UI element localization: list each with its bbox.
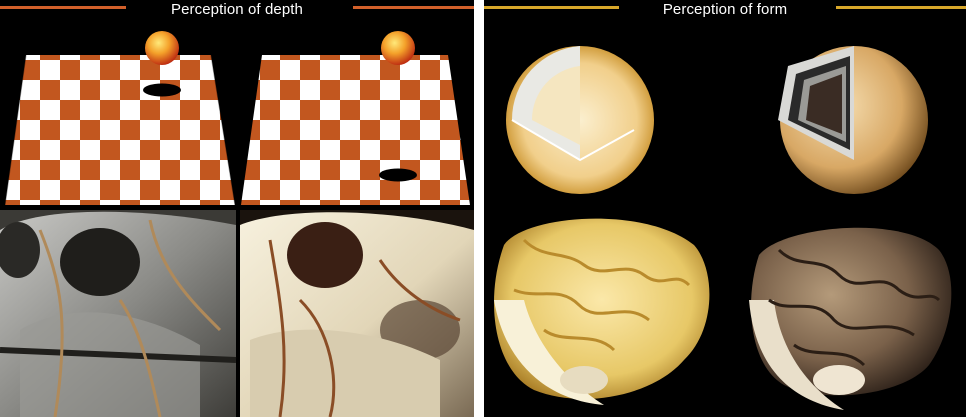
checkerboard-near bbox=[4, 31, 236, 206]
form-illustrations bbox=[494, 46, 952, 410]
header-rule-right bbox=[836, 6, 966, 9]
depth-illustrations bbox=[0, 31, 474, 417]
sphere-cutaway-shaded bbox=[778, 46, 928, 194]
ball-far-icon bbox=[381, 31, 415, 65]
header-rule-right bbox=[353, 6, 474, 9]
skull-render-gray bbox=[0, 210, 237, 417]
depth-panel: Perception of depth bbox=[0, 0, 474, 417]
form-panel: Perception of form bbox=[484, 0, 966, 417]
header-rule-left bbox=[0, 6, 126, 9]
brain-render-flat bbox=[494, 218, 710, 405]
panel-title-form: Perception of form bbox=[662, 1, 788, 18]
brain-render-shaded bbox=[749, 227, 952, 410]
sphere-cutaway-flat bbox=[506, 46, 654, 194]
ball-shadow-near bbox=[143, 83, 181, 97]
ball-shadow-far bbox=[379, 168, 417, 182]
skull-render-shaded bbox=[240, 210, 474, 417]
checkerboard-far bbox=[241, 31, 470, 205]
panel-title-depth: Perception of depth bbox=[171, 1, 303, 18]
header-rule-left bbox=[484, 6, 619, 9]
ball-near-icon bbox=[145, 31, 179, 65]
